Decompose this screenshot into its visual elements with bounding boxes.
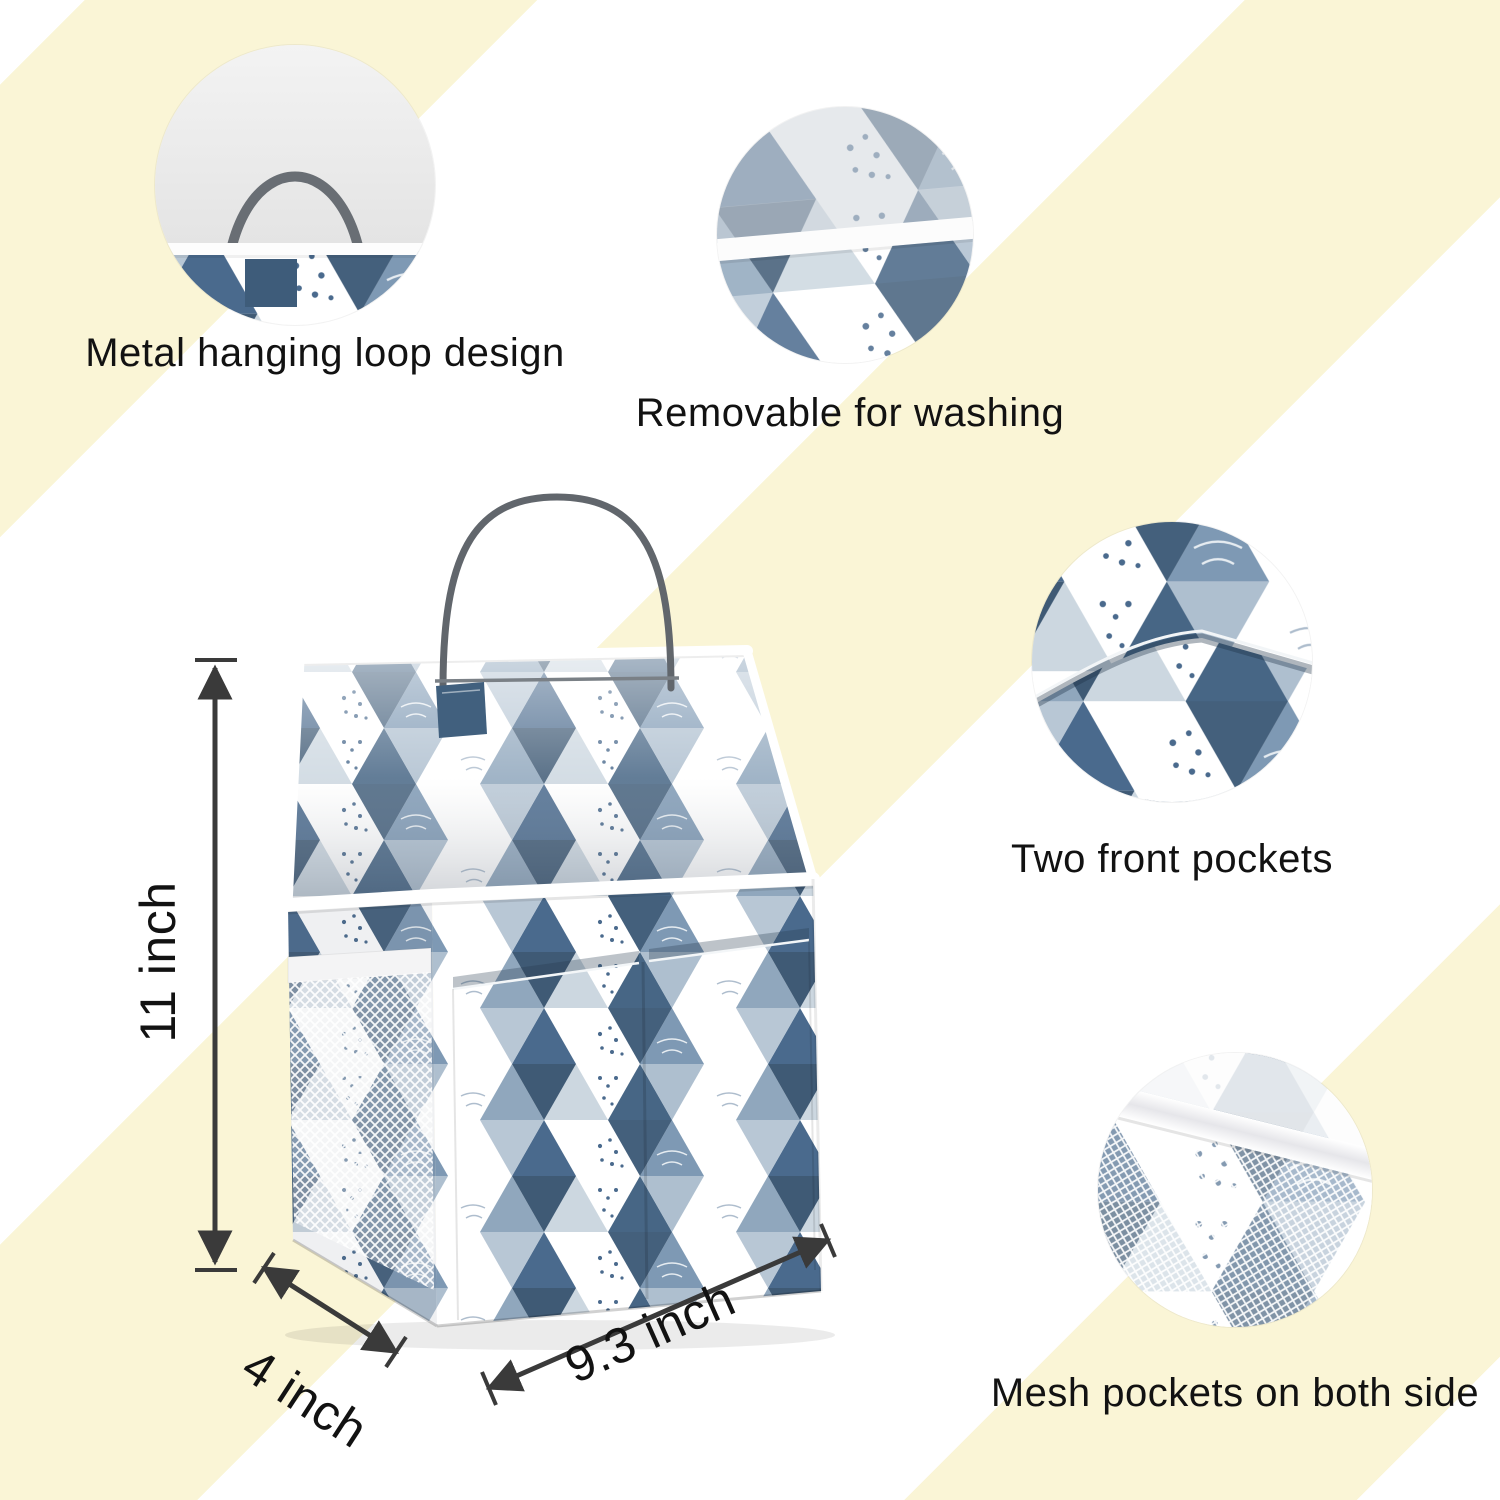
right-rim-trim xyxy=(742,646,818,884)
depth-dimension-label: 4 inch xyxy=(232,1337,378,1459)
metal-loop-label: Metal hanging loop design xyxy=(85,331,565,375)
elastic-band xyxy=(1098,1076,1372,1193)
pocket-divider-seam xyxy=(641,961,649,1300)
removable-label: Removable for washing xyxy=(635,391,1065,435)
pocket-fold xyxy=(1032,638,1312,802)
mesh-pockets-label: Mesh pockets on both side xyxy=(990,1371,1480,1415)
hanging-tab xyxy=(436,682,487,738)
side-panel xyxy=(288,896,437,1326)
height-dimension-label: 11 inch xyxy=(130,881,186,1043)
width-dimension-label: 9.3 inch xyxy=(556,1269,744,1395)
white-trim xyxy=(717,213,973,264)
front-pockets-photo xyxy=(1032,522,1312,802)
handle-wire xyxy=(434,493,680,692)
removable-photo xyxy=(717,107,973,363)
dimension-arrow-height xyxy=(195,658,237,1272)
front-pockets-detail xyxy=(1032,522,1312,802)
left-rim-trim xyxy=(283,655,305,910)
front-trim xyxy=(281,872,820,912)
product-photo xyxy=(281,493,835,1350)
mesh-pockets-photo xyxy=(1098,1053,1372,1327)
opening-interior xyxy=(288,651,813,905)
metal-loop-photo xyxy=(155,45,435,325)
back-trim xyxy=(294,645,753,666)
mesh-pockets-detail xyxy=(1098,1053,1372,1327)
metal-loop-detail xyxy=(155,45,435,325)
removable-detail xyxy=(717,107,973,363)
front-pocket-left xyxy=(452,951,643,1321)
front-pocket-right xyxy=(648,928,816,1299)
front-pockets-label: Two front pockets xyxy=(1011,837,1333,881)
mesh-pocket xyxy=(287,947,434,1290)
fabric-tab xyxy=(245,259,297,307)
mesh-texture xyxy=(1098,1105,1372,1327)
